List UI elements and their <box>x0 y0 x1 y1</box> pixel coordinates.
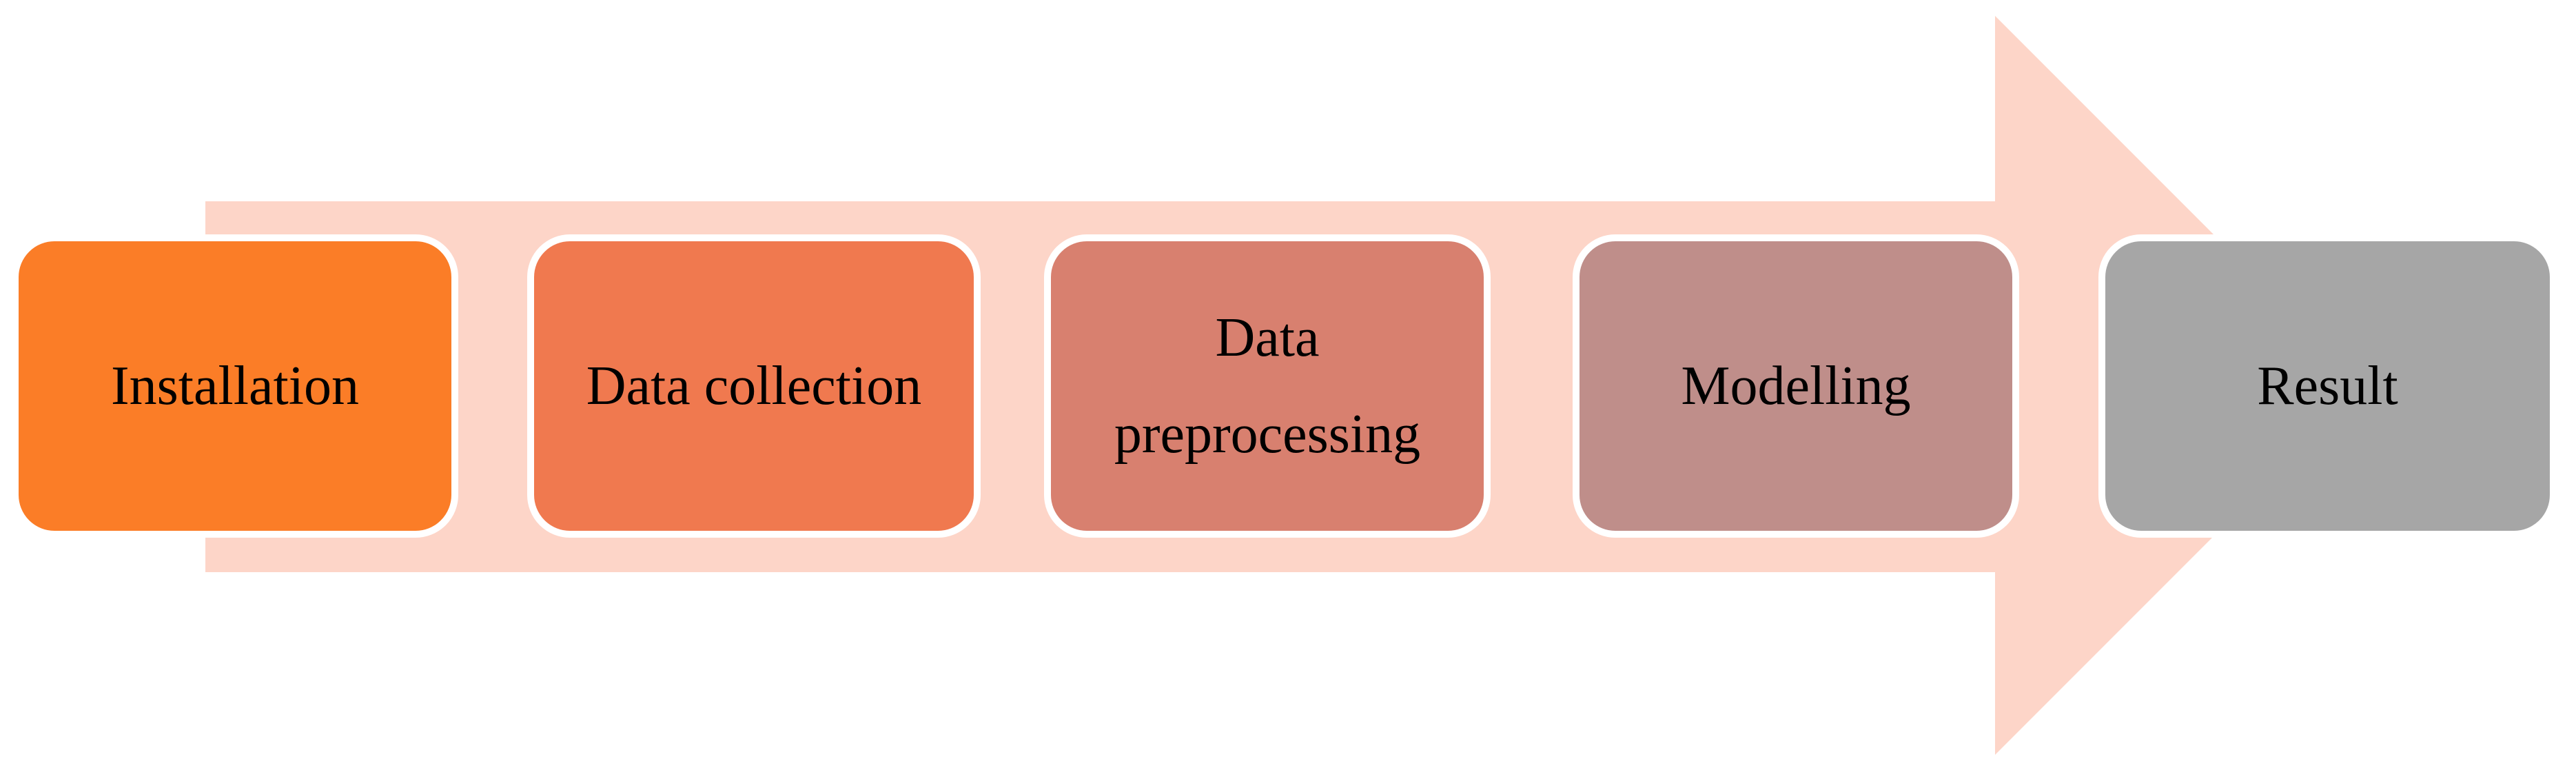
step-box-data-preprocessing: Data preprocessing <box>1044 234 1491 538</box>
step-label: Result <box>2257 356 2398 416</box>
step-label: Installation <box>111 356 359 416</box>
step-label: Data preprocessing <box>1114 307 1421 465</box>
step-label: Data collection <box>586 356 922 416</box>
step-box-data-collection: Data collection <box>527 234 981 538</box>
step-box-result: Result <box>2098 234 2557 538</box>
step-box-modelling: Modelling <box>1573 234 2019 538</box>
step-box-installation: Installation <box>12 234 458 538</box>
step-label: Modelling <box>1681 356 1911 416</box>
